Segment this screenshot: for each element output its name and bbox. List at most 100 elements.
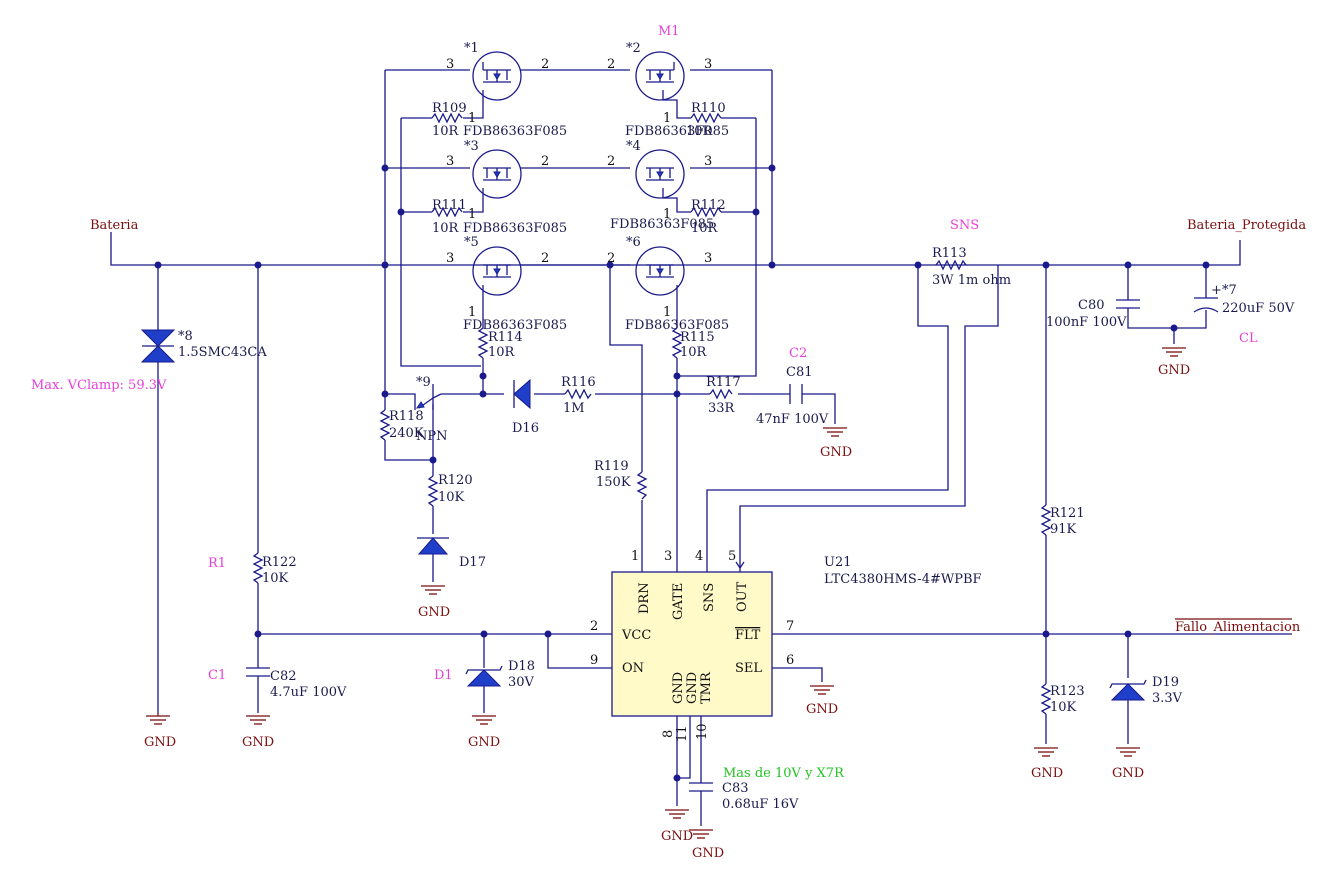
resistor-symbols [252,112,1052,715]
r109-ref: R109 [432,101,467,116]
ic-pin-sel-name: SEL [735,661,762,676]
net-label-fallo-alimentacion: Fallo_Alimentacion [1175,620,1301,635]
ic-part: LTC4380HMS-4#WPBF [824,572,982,587]
annotation-c2: C2 [789,346,807,361]
d18-value: 30V [508,675,535,690]
resistor-labels: R109 10R R110 10R R111 10R R112 10R R113… [262,101,1085,715]
annotation-cl: CL [1239,331,1258,346]
d18-ref: D18 [508,659,535,674]
annotation-r1: R1 [208,556,226,571]
r120-value: 10K [438,490,465,505]
diode-d16 [513,378,531,410]
mosfet-2-ref: *2 [626,41,641,56]
ic-pin-sns-num: 4 [695,549,703,564]
gnd-label-3: GND [468,735,500,750]
ic-pin-drn-name: DRN [637,582,652,614]
ic-pin-gate-num: 3 [664,549,672,564]
mosfet-1-pin-left: 3 [446,57,454,72]
c82-value: 4.7uF 100V [270,685,347,700]
d8-value: 1.5SMC43CA [178,345,267,360]
mosfet-4-pin-right: 3 [704,154,712,169]
ic-pin-gnd2-num: 11 [675,725,690,742]
mosfet-1-part: FDB86363F085 [463,124,567,139]
ic-pin-out-name: OUT [735,581,750,612]
tvs-diode-8 [140,329,176,363]
gnd-label-8: GND [1112,766,1144,781]
c7-value: 220uF 50V [1222,301,1295,316]
mosfet-1-pin-gate: 1 [468,111,476,126]
c81-ref: C81 [786,365,813,380]
r111-value: 10R [432,221,460,236]
annotation-sns: SNS [950,218,979,233]
mosfet-6-part: FDB86363F085 [625,318,729,333]
mosfet-6-ref: *6 [626,235,641,250]
junctions [154,164,1210,782]
mosfet-6-pin-left: 2 [607,251,615,266]
ic-pin-vcc-name: VCC [621,628,651,643]
ic-pin-sns-name: SNS [702,583,717,612]
mosfet-4-pin-left: 2 [607,154,615,169]
r114-ref: R114 [488,330,523,345]
gnd-label-9: GND [1158,363,1190,378]
r117-ref: R117 [706,375,741,390]
ic-pin-sel-num: 6 [786,653,794,668]
annotation-m1: M1 [658,24,680,39]
transistor-type: NPN [416,429,448,444]
gnd-label-10: GND [661,829,693,844]
gnd-label-5: GND [820,445,852,460]
ground-symbols [145,347,1187,839]
gnd-label-2: GND [242,735,274,750]
ic-pin-flt-num: 7 [786,619,794,634]
mosfet-2-pin-left: 2 [607,57,615,72]
r123-value: 10K [1050,700,1077,715]
r115-ref: R115 [680,330,715,345]
gnd-label-1: GND [144,735,176,750]
ic-pin-gnd1-num: 8 [661,730,676,738]
ic-u21: DRN GATE SNS OUT VCC ON FLT SEL GND GND … [590,549,982,742]
c7-ref: *7 [1222,283,1237,298]
r119-value: 150K [596,475,631,490]
r118-value: 240K [389,426,424,441]
r115-value: 10R [680,345,708,360]
mosfet-q5 [472,246,522,296]
r109-value: 10R [432,124,460,139]
r112-ref: R112 [691,198,726,213]
c83-ref: C83 [722,781,749,796]
mosfet-5-ref: *5 [464,235,479,250]
mosfet-1-pin-right: 2 [541,57,549,72]
annotation-c1: C1 [208,668,226,683]
r118-ref: R118 [389,409,424,424]
r113-value: 3W 1m ohm [932,273,1011,288]
mosfet-6-pin-right: 3 [704,251,712,266]
d16-ref: D16 [512,421,539,436]
mosfet-5-pin-right: 2 [541,251,549,266]
mosfet-3-pin-left: 3 [446,154,454,169]
mosfet-1-ref: *1 [464,41,479,56]
annotation-d1: D1 [434,668,453,683]
transistor-ref: *9 [416,375,431,390]
net-label-bateria: Bateria [90,218,139,233]
ic-pin-drn-num: 1 [631,549,639,564]
ic-pin-gate-name: GATE [671,583,686,620]
ic-pin-gnd1-name: GND [671,672,686,704]
mosfet-5-pin-gate: 1 [468,305,476,320]
mosfet-3-part: FDB86363F085 [463,221,567,236]
mosfet-labels: *1 3 2 1 FDB86363F085 *2 2 3 1 FDB86363F… [446,41,729,333]
mosfet-4-ref: *4 [626,139,641,154]
r110-value: 10R [686,124,714,139]
zener-d17 [417,537,449,555]
annotations: M1 SNS C2 CL R1 C1 D1 Max. VClamp: 59.3V… [31,24,1258,781]
d8-ref: *8 [178,329,193,344]
r114-value: 10R [488,345,516,360]
r112-value: 10R [691,221,719,236]
gnd-label-4: GND [418,605,450,620]
r122-value: 10K [262,571,289,586]
ground-labels: GND GND GND GND GND GND GND GND GND GND … [144,363,1190,861]
mosfet-2-pin-right: 3 [704,57,712,72]
mosfet-4-pin-gate: 1 [663,207,671,222]
r110-ref: R110 [691,101,726,116]
c82-ref: C82 [270,669,297,684]
r113-ref: R113 [932,246,967,261]
ic-pin-vcc-num: 2 [590,619,598,634]
